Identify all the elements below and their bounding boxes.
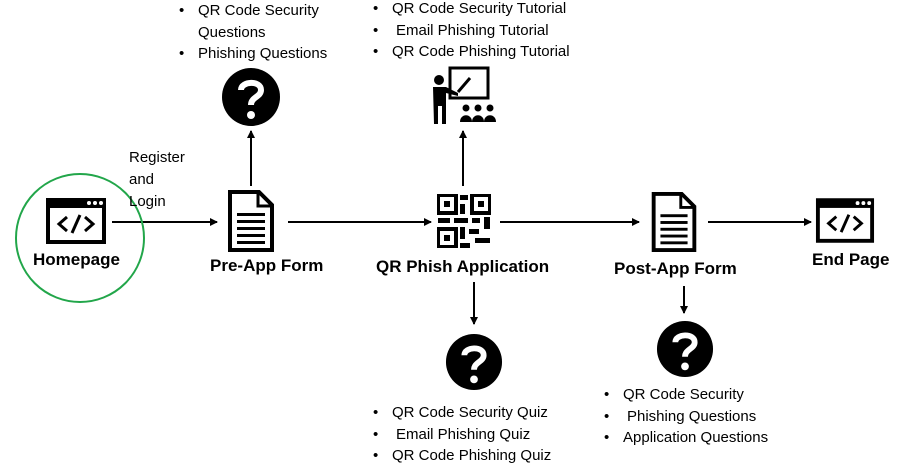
post-app-questions-list: QR Code Security Phishing Questions Appl… [601, 384, 768, 449]
pre-app-form-label: Pre-App Form [210, 256, 324, 275]
end-page-label: End Page [812, 250, 890, 269]
list-item: QR Code Security [601, 384, 768, 406]
quizzes-list: QR Code Security Quiz Email Phishing Qui… [370, 402, 551, 467]
homepage-label: Homepage [33, 250, 120, 269]
presenter-icon [433, 66, 496, 124]
homepage-highlight-circle [15, 173, 145, 303]
tutorials-list: QR Code Security Tutorial Email Phishing… [370, 0, 570, 63]
list-item: Email Phishing Quiz [370, 424, 551, 446]
list-item: QR Code Security Quiz [370, 402, 551, 424]
list-item: Email Phishing Tutorial [370, 20, 570, 42]
list-item: QR Code Security Questions [176, 0, 348, 43]
code-window-icon [46, 198, 106, 244]
post-app-form-label: Post-App Form [614, 259, 737, 278]
document-icon [228, 190, 274, 252]
qr-phish-application-label: QR Phish Application [376, 257, 550, 276]
login-label: Login [129, 193, 166, 210]
and-label: and [129, 171, 155, 188]
question-mark-icon [445, 333, 503, 391]
qr-code-icon [437, 194, 491, 248]
code-window-icon [815, 198, 875, 243]
list-item: QR Code Phishing Quiz [370, 445, 551, 467]
question-mark-icon [222, 68, 280, 126]
list-item: QR Code Phishing Tutorial [370, 41, 570, 63]
pre-app-questions-list: QR Code Security Questions Phishing Ques… [176, 0, 348, 65]
list-item: Application Questions [601, 427, 768, 449]
list-item: QR Code Security Tutorial [370, 0, 570, 20]
list-item: Phishing Questions [601, 406, 768, 428]
document-icon [651, 191, 697, 253]
question-mark-icon [656, 320, 714, 378]
list-item: Phishing Questions [176, 43, 348, 65]
register-label: Register [129, 149, 185, 166]
